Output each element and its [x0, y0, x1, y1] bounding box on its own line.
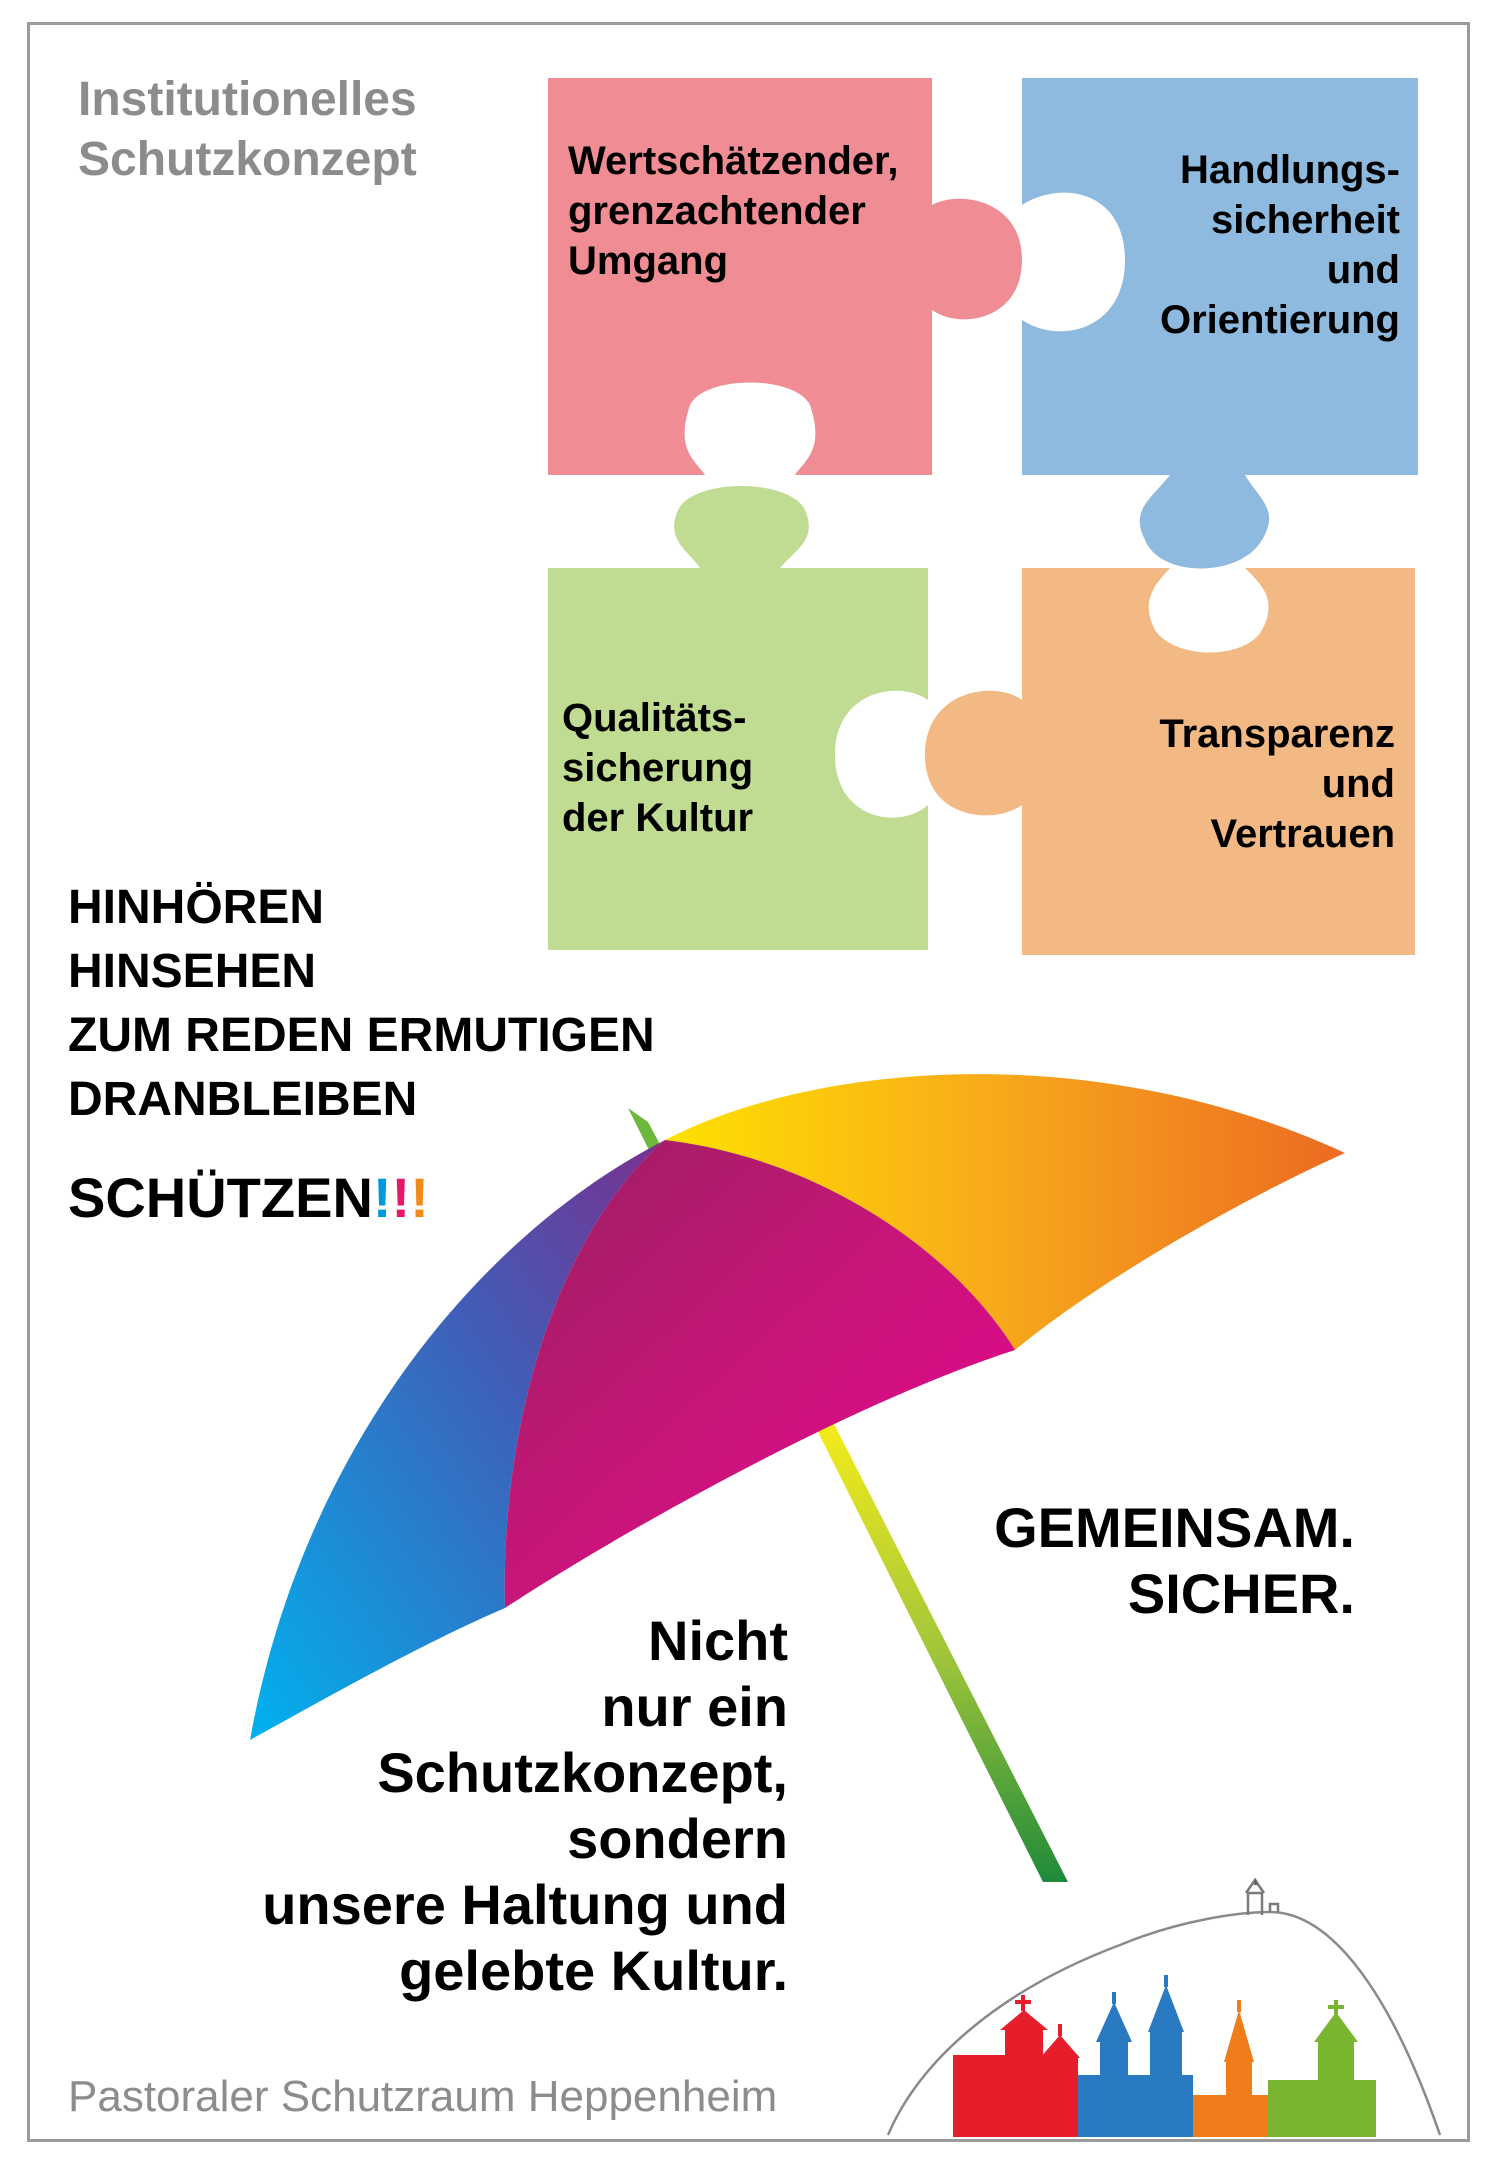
puzzle-graphic [548, 78, 1418, 955]
slogan-line: GEMEINSAM. [994, 1496, 1355, 1559]
statement-line: nur ein [601, 1675, 788, 1738]
statement-line: Nicht [648, 1609, 788, 1672]
puzzle-piece-pink [548, 78, 1022, 475]
schuetzen-word: SCHÜTZEN [68, 1166, 373, 1229]
umbrella-panel-blue [250, 1140, 665, 1740]
command-item: DRANBLEIBEN [68, 1073, 418, 1126]
puzzle-line: Wertschätzender, [568, 139, 899, 183]
puzzle-piece-orange [925, 568, 1415, 955]
umbrella-panel-orange [665, 1074, 1345, 1350]
statement-line: unsere Haltung und [262, 1873, 788, 1936]
page-frame [27, 22, 1470, 2142]
page-title: Institutionelles Schutzkonzept [78, 70, 417, 190]
title-line: Schutzkonzept [78, 133, 417, 186]
command-item: HINSEHEN [68, 945, 317, 998]
puzzle-piece-green [548, 486, 928, 950]
puzzle-line: Transparenz [1159, 712, 1395, 756]
statement: Nicht nur ein Schutzkonzept, sondern uns… [262, 1608, 788, 2004]
title-line: Institutionelles [78, 73, 417, 126]
puzzle-label-orientation: Handlungs- sicherheit und Orientierung [1160, 145, 1400, 345]
puzzle-piece-blue [1022, 78, 1418, 569]
footer-text: Pastoraler Schutzraum Heppenheim [68, 2072, 778, 2121]
puzzle-line: sicherung [562, 746, 754, 790]
exclamation-orange: ! [410, 1166, 429, 1229]
statement-line: sondern [567, 1807, 788, 1870]
puzzle-line: grenzachtender [568, 189, 866, 233]
exclamation-blue: ! [372, 1166, 392, 1229]
puzzle-line: der Kultur [562, 796, 754, 840]
statement-line: gelebte Kultur. [399, 1939, 788, 2002]
church-blue [1078, 1975, 1193, 2137]
command-item: HINHÖREN [68, 881, 325, 934]
puzzle-line: Qualitäts- [562, 696, 747, 740]
puzzle-label-quality: Qualitäts- sicherung der Kultur [562, 693, 753, 843]
puzzle-line: und [1326, 248, 1400, 292]
puzzle-line: Orientierung [1159, 298, 1400, 342]
command-item: ZUM REDEN ERMUTIGEN [68, 1009, 655, 1062]
umbrella-tip [628, 1108, 662, 1152]
slogan-line: SICHER. [1127, 1562, 1355, 1625]
church-red [953, 1995, 1080, 2137]
hill-outline [886, 1910, 1442, 2136]
castle [1244, 1877, 1280, 1915]
command-list: HINHÖREN HINSEHEN ZUM REDEN ERMUTIGEN DR… [68, 876, 655, 1132]
puzzle-line: Umgang [568, 239, 728, 283]
exclamation-magenta: ! [391, 1166, 411, 1229]
slogan: GEMEINSAM. SICHER. [994, 1495, 1355, 1627]
umbrella-panel-magenta [504, 1140, 1015, 1608]
puzzle-line: Handlungs- [1180, 148, 1400, 192]
puzzle-label-respect: Wertschätzender, grenzachtender Umgang [568, 136, 899, 286]
statement-line: Schutzkonzept, [377, 1741, 788, 1804]
puzzle-line: sicherheit [1211, 198, 1400, 242]
church-orange [1193, 2000, 1268, 2137]
puzzle-line: Vertrauen [1210, 812, 1395, 856]
puzzle-line: und [1321, 762, 1395, 806]
church-green [1268, 2000, 1376, 2137]
umbrella-pole [812, 1420, 1068, 1882]
schuetzen-heading: SCHÜTZEN!!! [68, 1165, 429, 1231]
puzzle-label-transparency: Transparenz und Vertrauen [1159, 709, 1395, 859]
